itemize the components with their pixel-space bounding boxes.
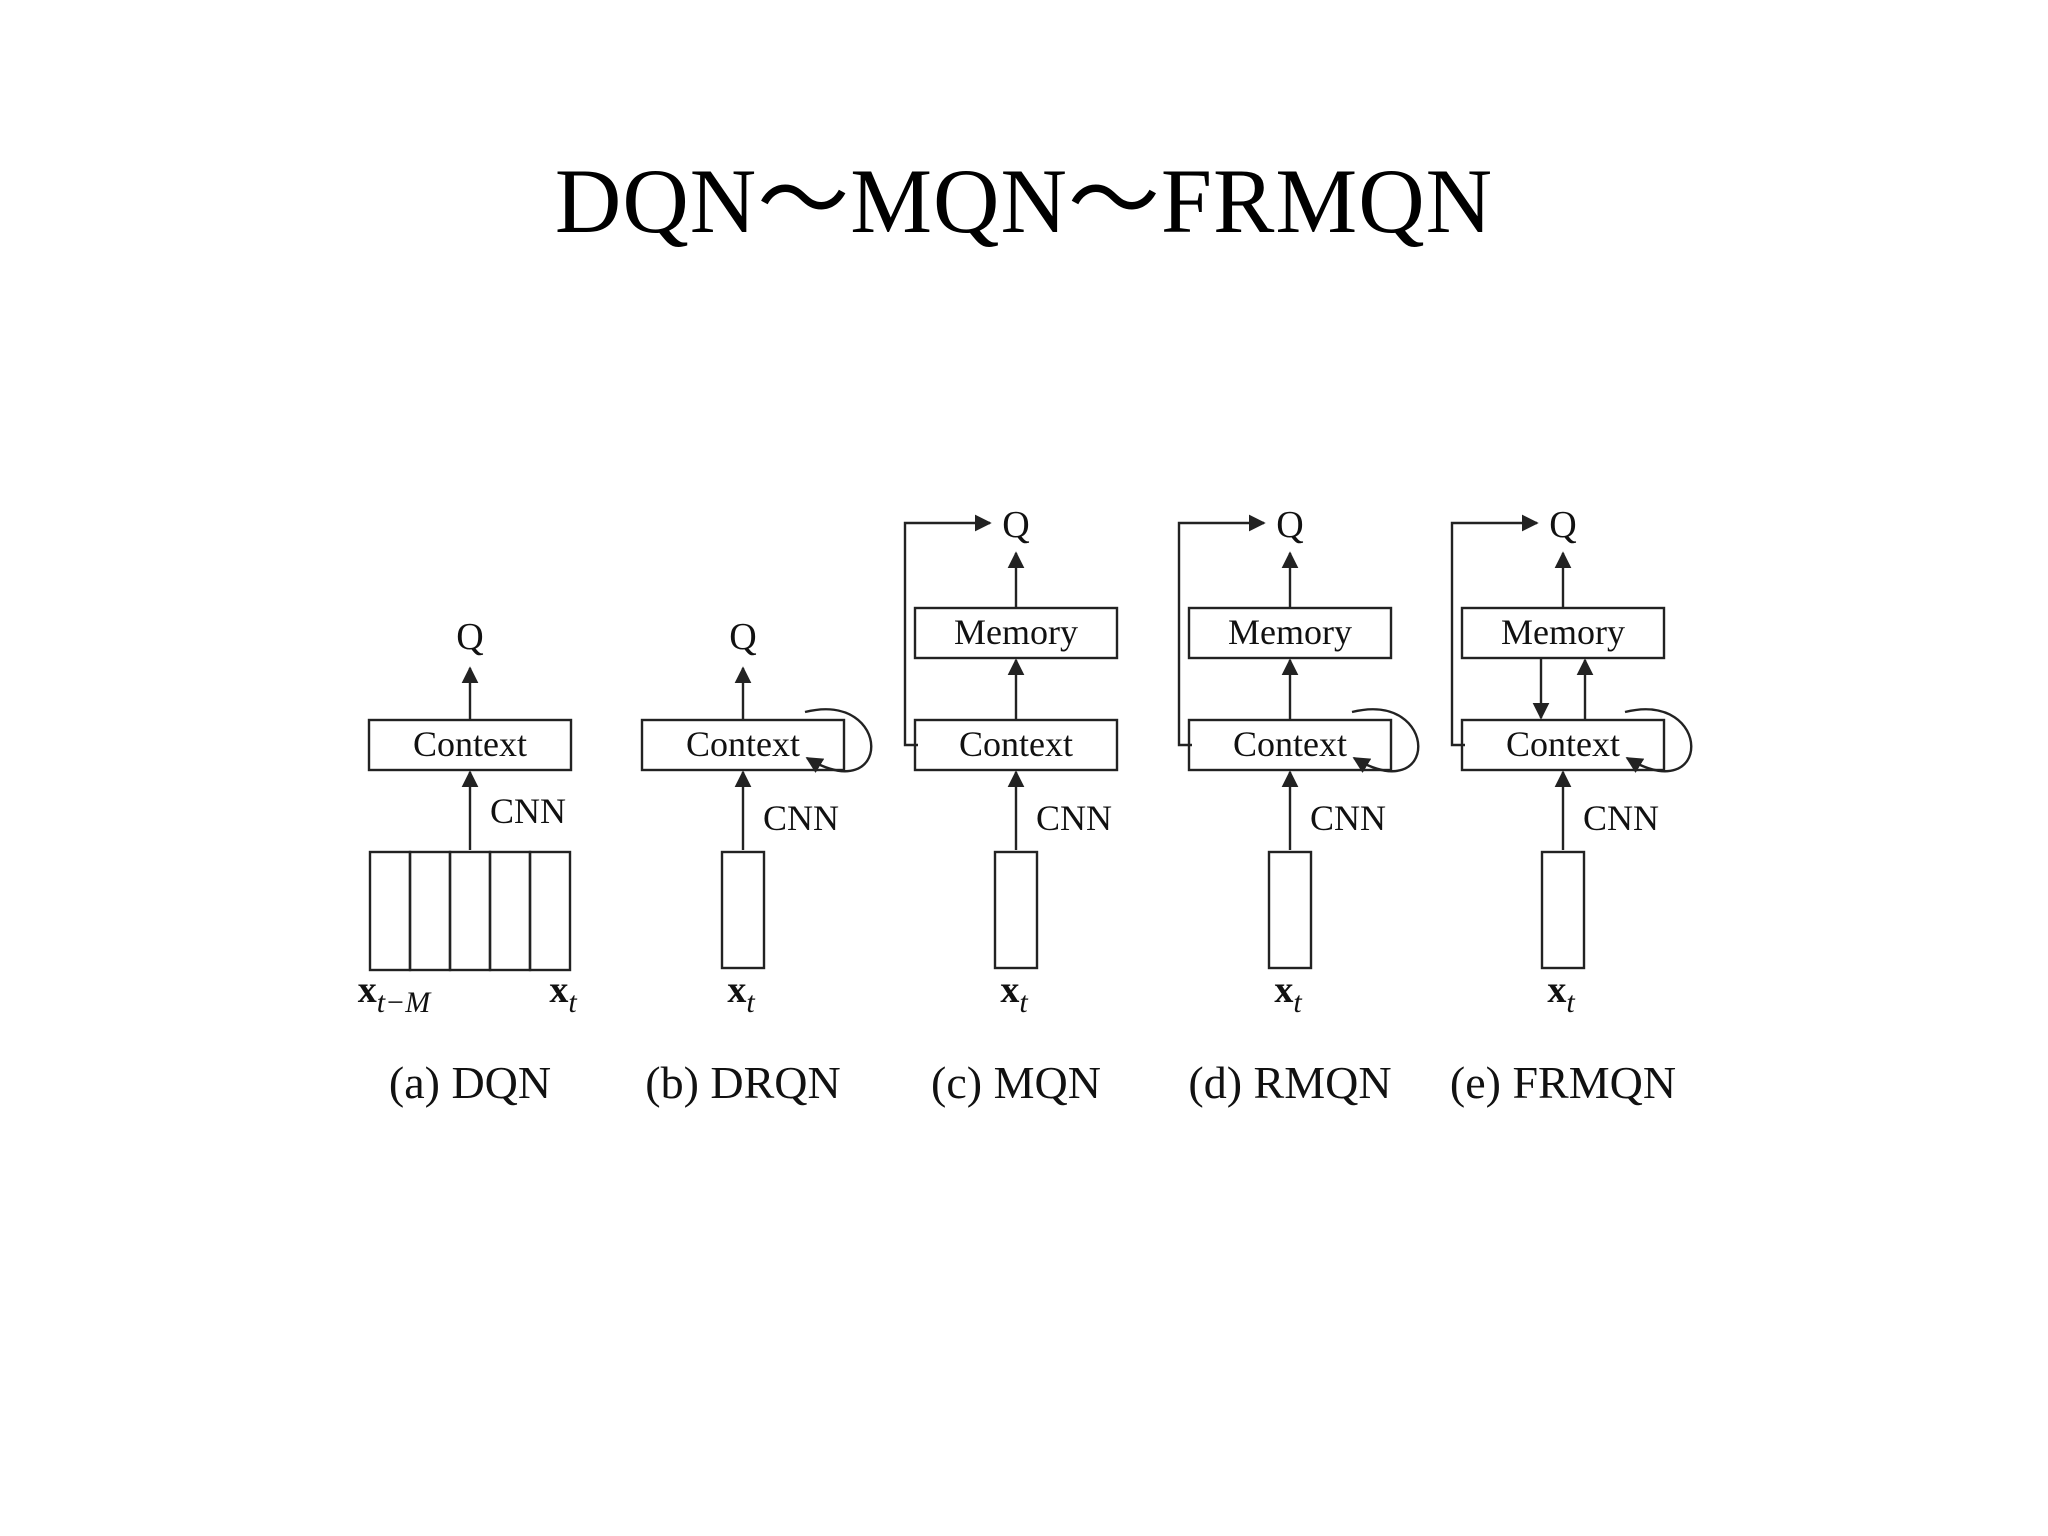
input-frame [1540, 850, 1586, 970]
input-label-current: xt [727, 969, 755, 1019]
panel-caption: (c) MQN [931, 1057, 1101, 1108]
q-output-label: Q [1549, 504, 1576, 546]
input-label-current: xt [1274, 969, 1302, 1019]
input-frame [368, 850, 412, 972]
input-frame [1267, 850, 1313, 970]
q-output-label: Q [456, 616, 483, 658]
cnn-label: CNN [1583, 798, 1659, 838]
panel-caption: (a) DQN [389, 1057, 551, 1108]
input-label-oldest: xt−M [358, 969, 433, 1019]
skip-connection-arrow [1177, 514, 1266, 747]
memory-label: Memory [1228, 612, 1352, 652]
input-frame [488, 850, 532, 972]
q-output-label: Q [1002, 504, 1029, 546]
context-label: Context [1506, 724, 1620, 764]
cnn-label: CNN [1310, 798, 1386, 838]
cnn-label: CNN [1036, 798, 1112, 838]
recurrent-loop [804, 708, 873, 774]
panel-caption: (b) DRQN [645, 1057, 840, 1108]
context-label: Context [686, 724, 800, 764]
input-frame [528, 850, 572, 972]
context-label: Context [413, 724, 527, 764]
recurrent-loop [1351, 708, 1420, 774]
input-frame [993, 850, 1039, 970]
input-frame [720, 850, 766, 970]
memory-label: Memory [954, 612, 1078, 652]
q-output-label: Q [729, 616, 756, 658]
skip-connection-arrow [1450, 514, 1539, 747]
memory-label: Memory [1501, 612, 1625, 652]
context-label: Context [1233, 724, 1347, 764]
cnn-label: CNN [490, 791, 566, 831]
skip-connection-arrow [903, 514, 992, 747]
input-label-current: xt [1000, 969, 1028, 1019]
input-frame [408, 850, 452, 972]
panel-caption: (e) FRMQN [1450, 1057, 1676, 1108]
panel-caption: (d) RMQN [1188, 1057, 1391, 1108]
slide-title: DQN〜MQN〜FRMQN [554, 150, 1494, 252]
recurrent-loop [1624, 708, 1693, 774]
q-output-label: Q [1276, 504, 1303, 546]
context-label: Context [959, 724, 1073, 764]
input-label-current: xt [549, 969, 577, 1019]
cnn-label: CNN [763, 798, 839, 838]
input-label-current: xt [1547, 969, 1575, 1019]
input-frame [448, 850, 492, 972]
